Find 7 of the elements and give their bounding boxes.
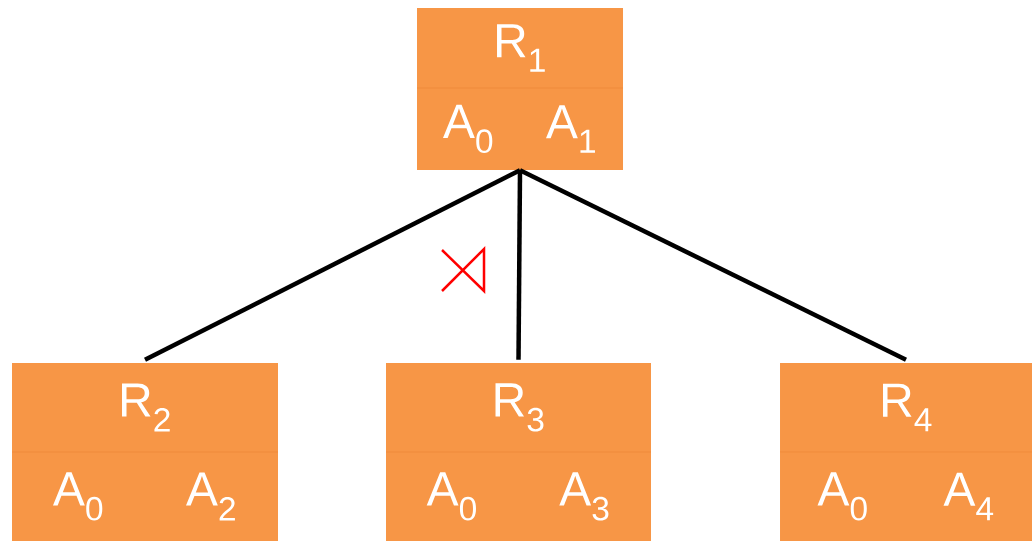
connector-line [519,168,907,362]
table-box: R$_{3}$ A$_{0}$ A$_{3}$ [385,363,652,541]
table-box: R$_{2}$ A$_{0}$ A$_{2}$ [11,363,279,541]
table-box: R$_{4}$ A$_{0}$ A$_{4}$ [779,363,1032,541]
table-box: R$_{1}$ A$_{0}$ A$_{1}$ [416,8,624,170]
connector-line [144,168,522,362]
connector-line [516,170,523,360]
